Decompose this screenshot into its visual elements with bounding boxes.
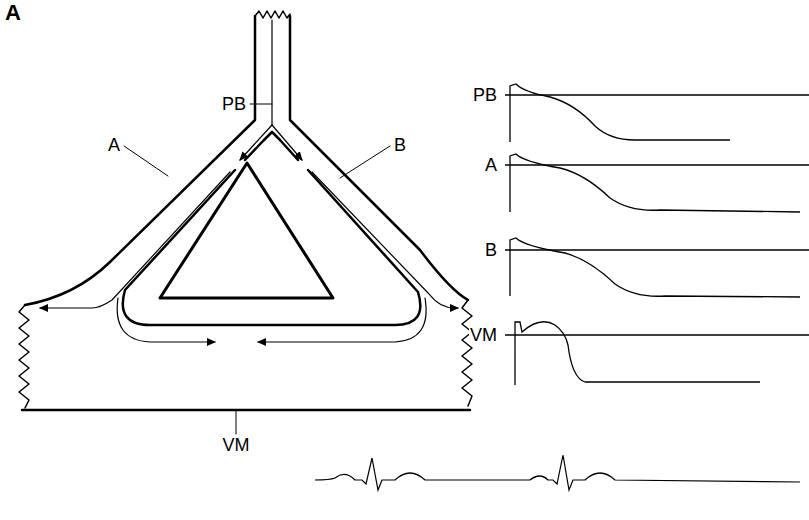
- fiber-label: A: [107, 136, 121, 154]
- trace-label: PB: [472, 86, 498, 104]
- fiber-label: PB: [221, 95, 247, 113]
- fiber-label: B: [393, 136, 407, 154]
- trace-label: B: [484, 241, 498, 259]
- trace-label: VM: [469, 326, 498, 344]
- trace-label: A: [484, 156, 498, 174]
- fiber-label: VM: [222, 436, 251, 454]
- panel-letter: A: [4, 2, 22, 24]
